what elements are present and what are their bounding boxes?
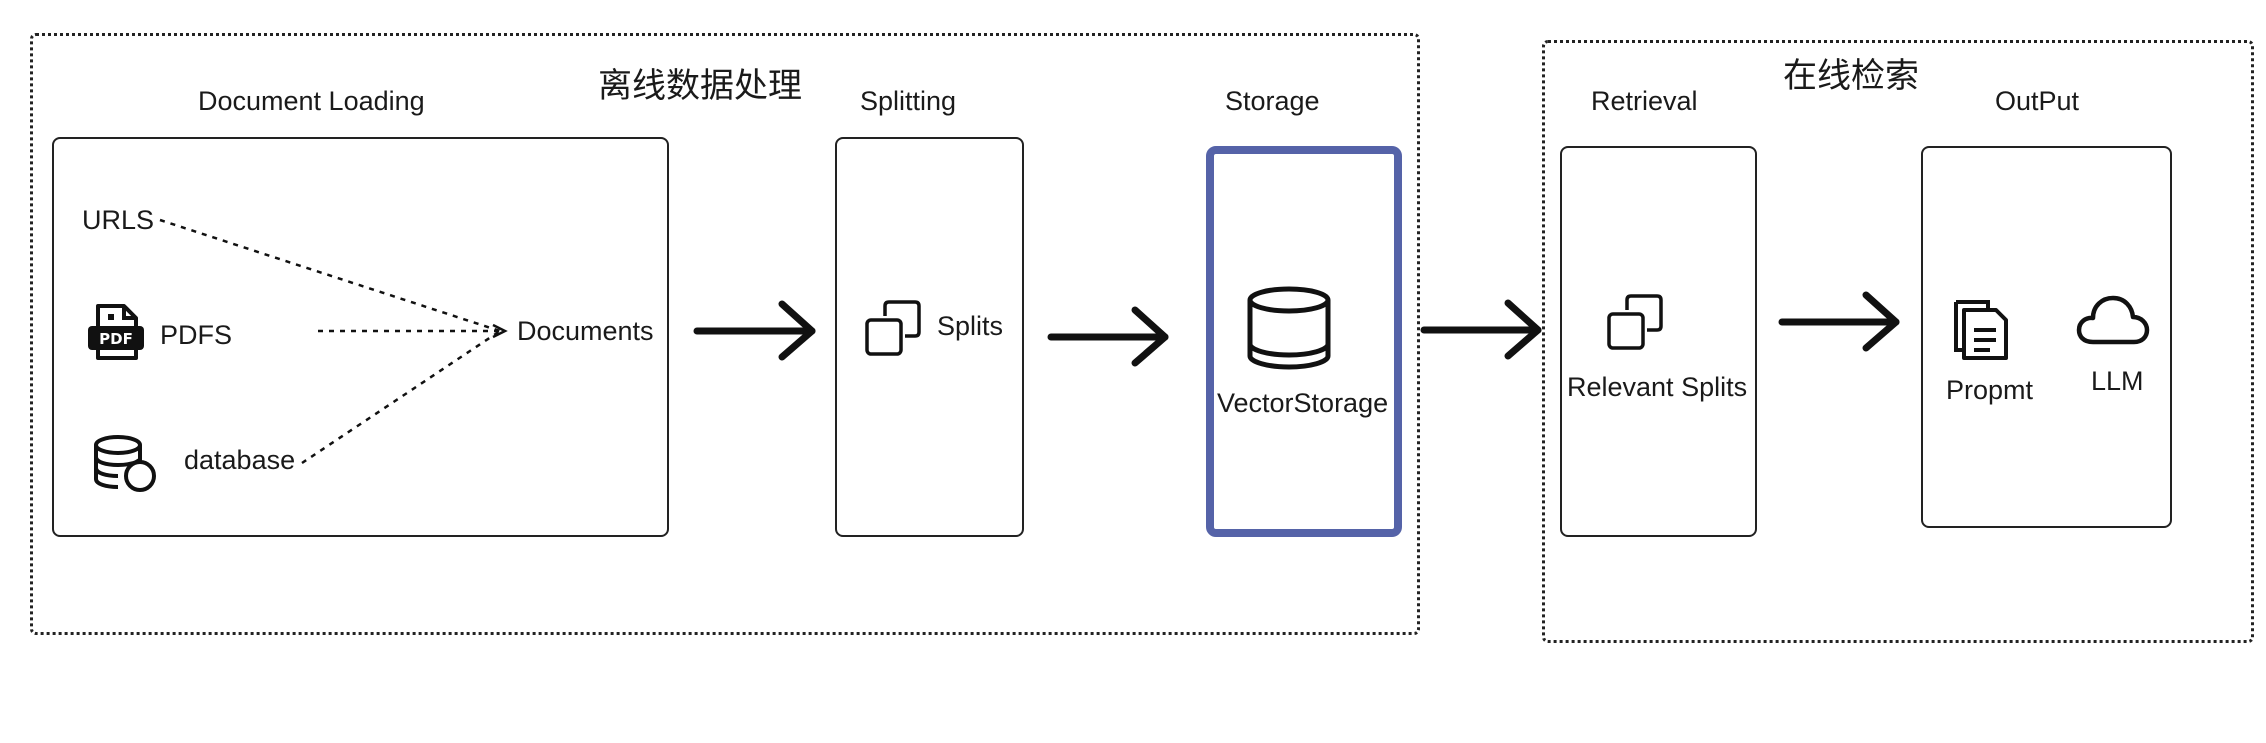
relevant-splits-label: Relevant Splits xyxy=(1567,372,1748,402)
urls-label: URLS xyxy=(82,205,155,235)
cloud-icon xyxy=(2076,295,2150,345)
vector-storage-label: VectorStorage xyxy=(1217,388,1389,418)
arrow-splitting-to-storage xyxy=(1047,306,1169,367)
arrow-retrieval-to-output xyxy=(1778,291,1900,352)
section-label-document-loading: Document Loading xyxy=(198,86,425,116)
online-retrieval-group xyxy=(1542,40,2254,643)
cylinder-icon xyxy=(1247,286,1331,370)
pdfs-label: PDFS xyxy=(160,320,233,350)
database-to-documents-connector xyxy=(301,329,501,465)
section-label-retrieval: Retrieval xyxy=(1591,86,1698,116)
copy-icon xyxy=(1607,294,1663,350)
database-label: database xyxy=(184,445,296,475)
section-label-splitting: Splitting xyxy=(860,86,957,116)
offline-processing-group xyxy=(30,33,1420,635)
documents-stack-icon xyxy=(1954,300,2008,360)
retrieval-box xyxy=(1560,146,1757,537)
database-icon xyxy=(94,435,156,492)
prompt-label: Propmt xyxy=(1946,375,2034,405)
svg-text:PDF: PDF xyxy=(99,330,133,348)
section-label-output: OutPut xyxy=(1995,86,2080,116)
urls-to-documents-connector xyxy=(159,218,501,333)
documents-label: Documents xyxy=(517,316,654,346)
offline-group-title: 离线数据处理 xyxy=(598,66,802,106)
arrow-storage-to-retrieval xyxy=(1420,299,1542,360)
storage-box xyxy=(1206,146,1402,537)
copy-icon xyxy=(865,300,921,356)
arrow-loading-to-splitting xyxy=(693,300,816,361)
documents-arrowhead xyxy=(492,323,508,339)
pdf-file-icon: PDF xyxy=(88,304,144,360)
llm-label: LLM xyxy=(2091,366,2144,396)
online-group-title: 在线检索 xyxy=(1783,56,1919,96)
splits-label: Splits xyxy=(937,311,1004,341)
section-label-storage: Storage xyxy=(1225,86,1320,116)
